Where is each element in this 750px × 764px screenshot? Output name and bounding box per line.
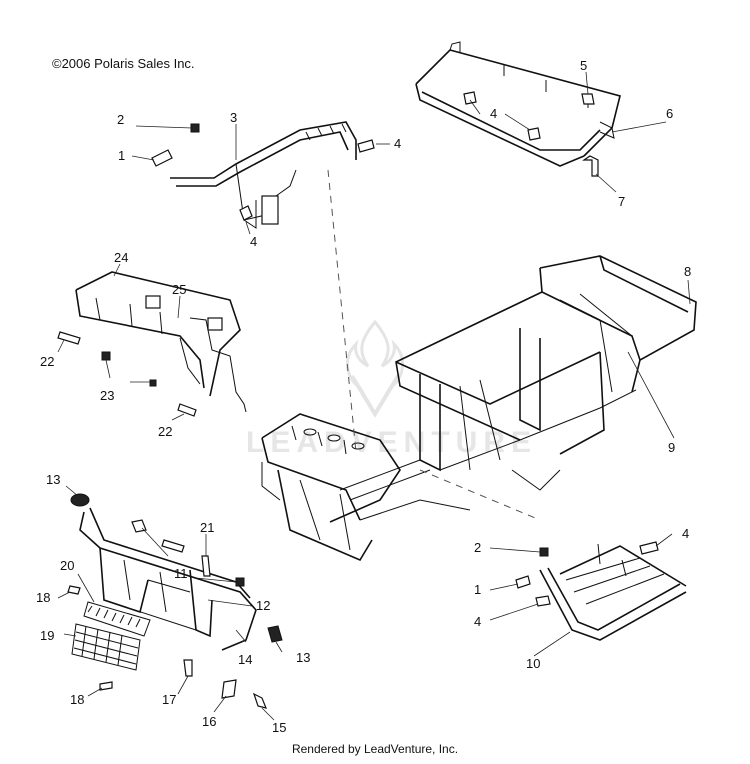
bolt-21-lower	[201, 555, 211, 577]
alignment-line-lower	[419, 469, 541, 521]
callout-24: 24	[114, 250, 128, 265]
bolt-21-upper	[161, 539, 185, 553]
bolt-1-top	[151, 149, 173, 167]
alignment-line-upper	[327, 169, 357, 453]
bolt-4-bracket-bottom	[239, 205, 253, 221]
nut-23-lower	[149, 379, 157, 387]
callout-4-bracket-bottom: 4	[250, 234, 257, 249]
callout-13-right: 13	[296, 650, 310, 665]
nut-5	[581, 93, 595, 105]
callout-20: 20	[60, 558, 74, 573]
bolt-4-frame-left	[463, 91, 477, 105]
callout-4-rear-left: 4	[474, 614, 481, 629]
bolt-15	[252, 692, 267, 709]
bolt-4-rear-right	[639, 541, 659, 555]
screw-18-upper	[67, 585, 81, 595]
bracket-7	[582, 155, 599, 177]
callout-19: 19	[40, 628, 54, 643]
callout-6: 6	[666, 106, 673, 121]
callout-9: 9	[668, 440, 675, 455]
bumper-cap-13-right	[267, 625, 283, 643]
callout-1-rear: 1	[474, 582, 481, 597]
leader-lines	[57, 71, 691, 721]
nut-2-top	[190, 123, 200, 133]
callout-11: 11	[174, 566, 188, 581]
front-bumper-14	[79, 507, 257, 651]
watermark-logo-icon	[330, 318, 420, 423]
callout-3: 3	[230, 110, 237, 125]
callout-10: 10	[526, 656, 540, 671]
bolt-22-upper	[57, 331, 81, 345]
grille-mesh-19	[73, 625, 139, 666]
callout-7: 7	[618, 194, 625, 209]
callout-17: 17	[162, 692, 176, 707]
nut-2-rear	[539, 547, 549, 557]
callout-4-frame: 4	[490, 106, 497, 121]
callout-numbers: 2 1 3 4 4 5 4 6 7 8 9 24 25 22 23 22 13 …	[36, 58, 691, 735]
grille-mesh-20	[87, 605, 141, 628]
callout-18-upper: 18	[36, 590, 50, 605]
bolt-4-bracket-right	[357, 139, 375, 153]
copyright-notice: ©2006 Polaris Sales Inc.	[52, 56, 195, 71]
callout-4-rear-right: 4	[682, 526, 689, 541]
callout-4-bracket-right: 4	[394, 136, 401, 151]
clip-16	[221, 679, 237, 699]
rendered-by-credit: Rendered by LeadVenture, Inc.	[291, 742, 459, 756]
callout-18-lower: 18	[70, 692, 84, 707]
callout-8: 8	[684, 264, 691, 279]
rear-frame-6	[415, 41, 621, 167]
callout-13-left: 13	[46, 472, 60, 487]
callout-25: 25	[172, 282, 186, 297]
callout-15: 15	[272, 720, 286, 735]
callout-21: 21	[200, 520, 214, 535]
bolt-17	[183, 659, 193, 677]
bolt-22-lower	[177, 403, 197, 417]
seat-bracket-3	[170, 121, 357, 229]
nut-23-upper	[101, 351, 111, 361]
rear-bracket-10	[539, 543, 687, 641]
grille-strip-20	[83, 601, 151, 637]
front-frame-section-24	[75, 271, 247, 413]
bumper-cap-13-left	[70, 493, 90, 507]
callout-14: 14	[238, 652, 252, 667]
main-frame-9	[261, 255, 697, 562]
callout-2-rear: 2	[474, 540, 481, 555]
callout-1-top: 1	[118, 148, 125, 163]
screw-18-lower	[99, 681, 113, 691]
callout-5: 5	[580, 58, 587, 73]
callout-22-lower: 22	[158, 424, 172, 439]
bolt-4-frame-right	[527, 127, 541, 141]
callout-12: 12	[256, 598, 270, 613]
callout-16: 16	[202, 714, 216, 729]
callout-2-top: 2	[117, 112, 124, 127]
bolt-1-rear	[515, 575, 531, 589]
callout-23: 23	[100, 388, 114, 403]
nut-11	[235, 577, 245, 587]
bolt-4-rear-left	[535, 595, 551, 607]
callout-22-upper: 22	[40, 354, 54, 369]
